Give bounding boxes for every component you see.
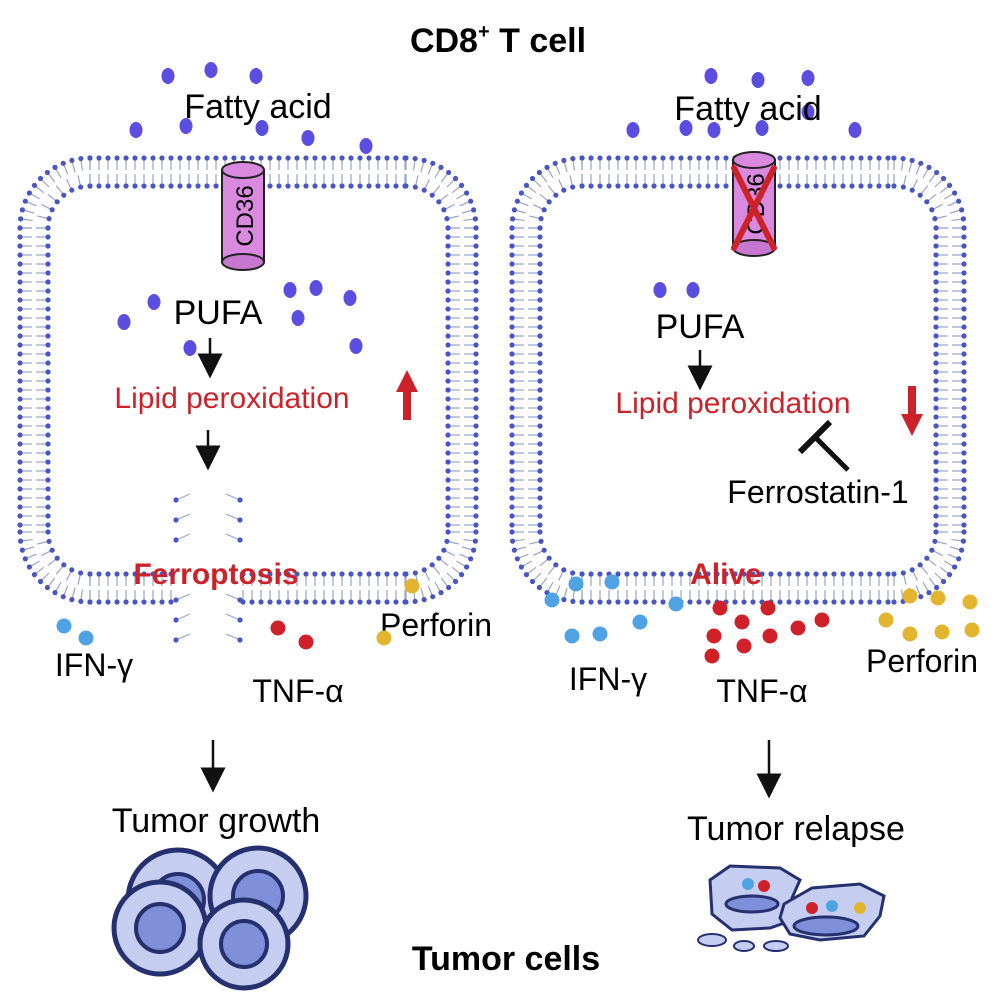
inhibition-bar-icon bbox=[797, 419, 850, 472]
red-cross-icon bbox=[731, 165, 777, 251]
left-cd36-label: CD36 bbox=[232, 185, 259, 246]
right-cell: Fatty acid CD36 PUFA Lipid peroxidation … bbox=[569, 90, 978, 848]
fatty-acid-dots bbox=[117, 62, 862, 356]
left-pufa-label: PUFA bbox=[174, 294, 263, 332]
left-lipid-peroxidation-label: Lipid peroxidation bbox=[114, 382, 349, 415]
left-ifn-label: IFN-γ bbox=[55, 647, 133, 683]
right-perforin-label: Perforin bbox=[866, 643, 978, 679]
diagram-title: CD8+ T cell bbox=[410, 21, 586, 60]
right-outcome-label: Tumor relapse bbox=[687, 810, 905, 848]
left-perforin-label: Perforin bbox=[380, 607, 492, 643]
right-ifn-label: IFN-γ bbox=[569, 661, 647, 697]
right-ferrostatin-label: Ferrostatin-1 bbox=[727, 474, 908, 510]
right-cd36-channel: CD36 bbox=[731, 151, 777, 257]
tumor-cells-relapse bbox=[697, 864, 886, 952]
membrane-pore bbox=[173, 478, 243, 648]
right-tnf-label: TNF-α bbox=[716, 673, 807, 709]
left-cell: Fatty acid CD36 PUFA Lipid peroxidation … bbox=[55, 88, 492, 840]
left-tnf-label: TNF-α bbox=[252, 673, 343, 709]
right-alive-label: Alive bbox=[690, 558, 762, 591]
tumor-cells-growing bbox=[111, 845, 309, 991]
cytokine-dots bbox=[56, 574, 980, 664]
left-fatty-acid-label: Fatty acid bbox=[184, 88, 331, 126]
tumor-cells-title: Tumor cells bbox=[412, 940, 600, 978]
left-outcome-label: Tumor growth bbox=[112, 802, 320, 840]
right-fatty-acid-label: Fatty acid bbox=[674, 90, 821, 128]
right-lipid-peroxidation-label: Lipid peroxidation bbox=[615, 387, 850, 420]
red-up-arrow-icon bbox=[396, 370, 418, 420]
left-ferroptosis-label: Ferroptosis bbox=[133, 558, 298, 591]
red-down-arrow-icon bbox=[901, 386, 923, 436]
left-cd36-channel: CD36 bbox=[221, 161, 265, 271]
right-pufa-label: PUFA bbox=[656, 308, 745, 346]
membranes bbox=[17, 155, 967, 648]
